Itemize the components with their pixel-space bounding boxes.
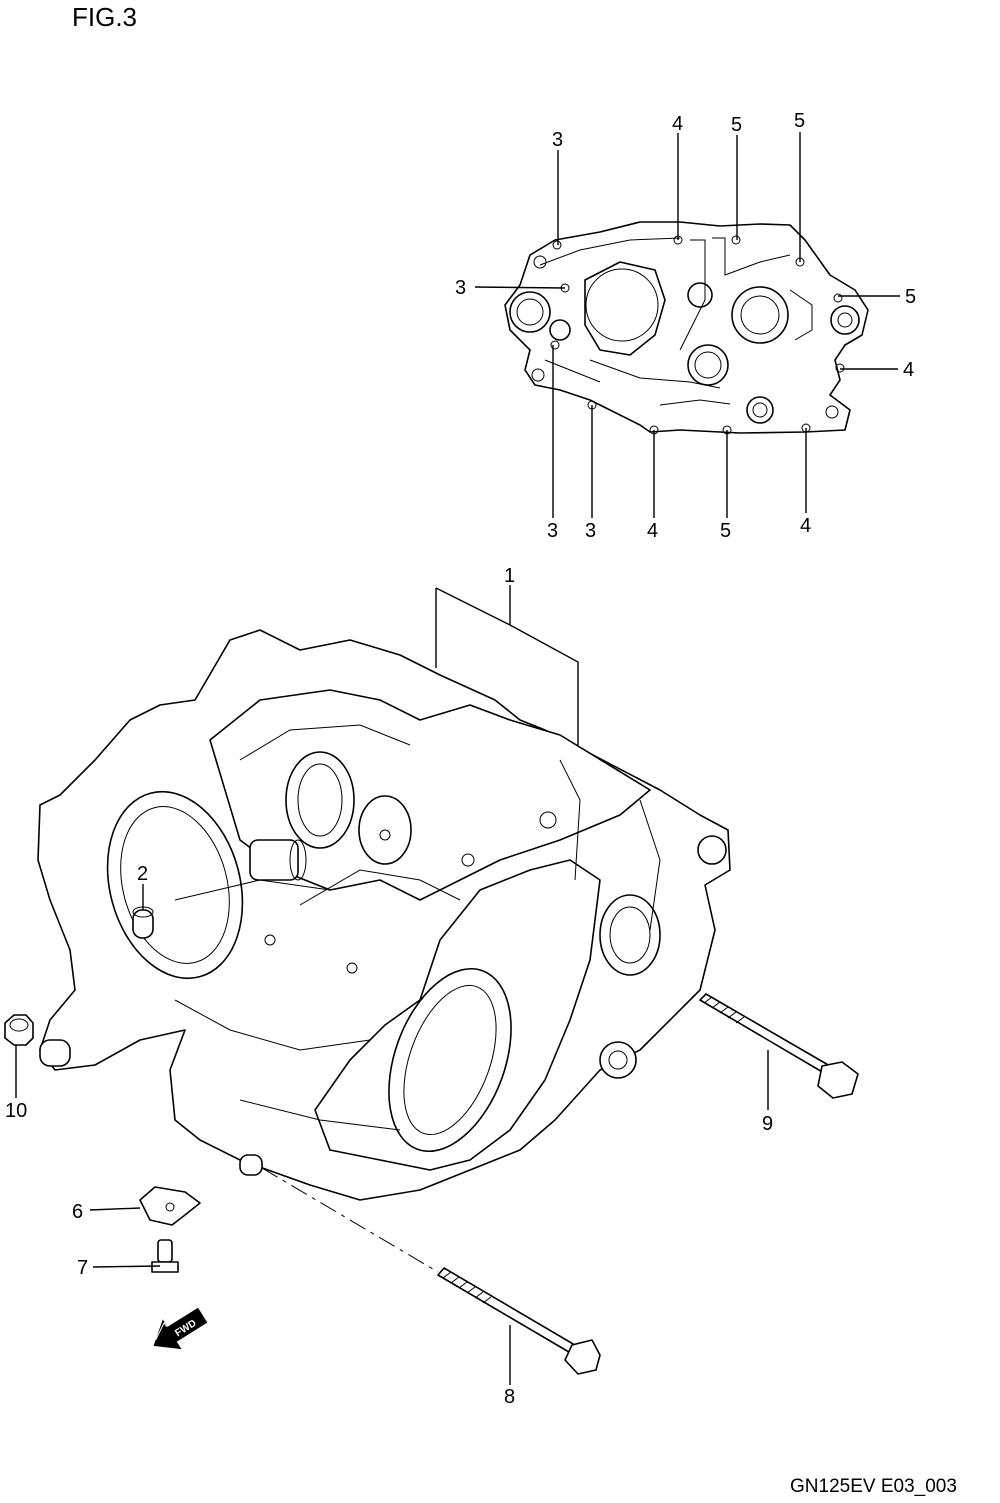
- callout-5: 5: [794, 110, 805, 132]
- gasket-callouts: 3 4 5 5 3 5 4 3 3 4 5 4: [455, 110, 916, 542]
- part-callouts: 1 2 6 7 8 9 10: [5, 565, 773, 1408]
- callout-2: 2: [137, 863, 148, 885]
- bolt-part-long-lower: [261, 1167, 601, 1375]
- callout-3: 3: [455, 277, 466, 299]
- part-1-bracket: [435, 585, 579, 745]
- callout-7: 7: [77, 1257, 88, 1279]
- nut-part: [4, 1014, 34, 1046]
- callout-4: 4: [647, 520, 658, 542]
- callout-4: 4: [672, 113, 683, 135]
- gasket-leader-lines: [474, 132, 900, 518]
- crankcase-assembly-drawing: [37, 629, 731, 1201]
- screw-part: [151, 1239, 179, 1273]
- callout-1: 1: [504, 565, 515, 587]
- figure-code: GN125EV E03_003: [790, 1476, 957, 1497]
- callout-3: 3: [585, 520, 596, 542]
- callout-5: 5: [731, 114, 742, 136]
- callout-4: 4: [903, 359, 914, 381]
- crankcase-gasket-drawing: [504, 221, 869, 435]
- callout-10: 10: [5, 1100, 27, 1122]
- plate-part: [139, 1186, 201, 1226]
- callout-3: 3: [552, 129, 563, 151]
- callout-5: 5: [720, 520, 731, 542]
- callout-9: 9: [762, 1113, 773, 1135]
- figure-title: FIG.3: [72, 2, 137, 32]
- callout-5: 5: [905, 286, 916, 308]
- callout-8: 8: [504, 1386, 515, 1408]
- fwd-arrow-icon: FWD: [153, 1307, 208, 1350]
- callout-4: 4: [800, 515, 811, 537]
- bolt-part-long-upper: [699, 993, 859, 1099]
- part-leader-lines: [15, 884, 769, 1385]
- callout-3: 3: [547, 520, 558, 542]
- callout-6: 6: [72, 1201, 83, 1223]
